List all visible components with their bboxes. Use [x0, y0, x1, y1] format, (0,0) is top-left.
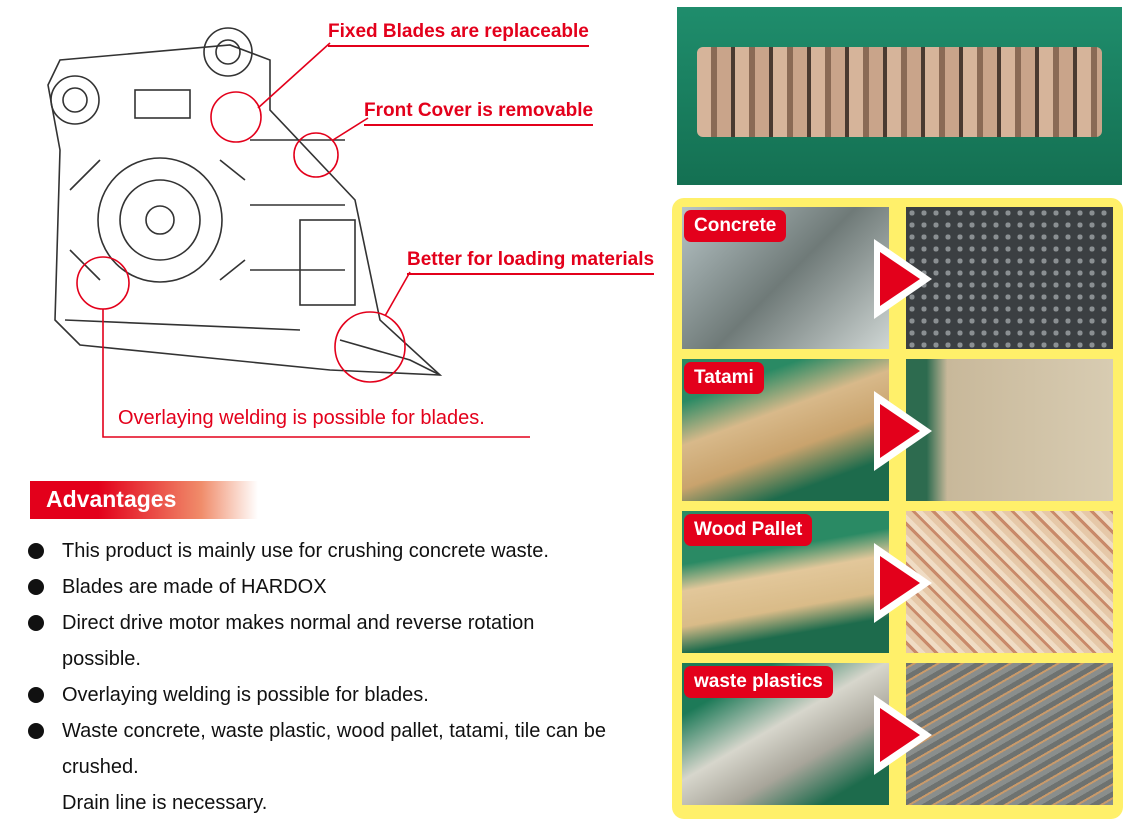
advantages-heading: Advantages	[30, 481, 258, 519]
bullet-icon	[28, 579, 44, 595]
material-row-wood-pallet: Wood Pallet	[682, 511, 1113, 653]
bullet-icon	[28, 543, 44, 559]
item-text: This product is mainly use for crushing …	[62, 540, 549, 562]
item-text: Drain line is necessary.	[62, 792, 268, 814]
after-photo	[906, 359, 1113, 501]
callout-loading: Better for loading materials	[407, 249, 655, 275]
after-photo	[906, 663, 1113, 805]
material-label: Tatami	[684, 362, 764, 394]
after-photo	[906, 511, 1113, 653]
materials-panel: Concrete Tatami Wood Pallet waste plasti…	[672, 198, 1123, 819]
item-text: Waste concrete, waste plastic, wood pall…	[62, 720, 606, 778]
shaft-photo	[677, 7, 1122, 185]
list-item: Blades are made of HARDOX	[28, 569, 608, 605]
item-text: Overlaying welding is possible for blade…	[62, 684, 429, 706]
list-item: Waste concrete, waste plastic, wood pall…	[28, 713, 608, 785]
list-item: Drain line is necessary.	[28, 785, 608, 821]
bullet-icon	[28, 723, 44, 739]
list-item: Overlaying welding is possible for blade…	[28, 677, 608, 713]
after-photo	[906, 207, 1113, 349]
arrow-icon	[874, 695, 932, 775]
material-row-concrete: Concrete	[682, 207, 1113, 349]
material-row-tatami: Tatami	[682, 359, 1113, 501]
arrow-icon	[874, 239, 932, 319]
bullet-icon	[28, 687, 44, 703]
list-item: Direct drive motor makes normal and reve…	[28, 605, 608, 677]
arrow-icon	[874, 391, 932, 471]
callout-welding: Overlaying welding is possible for blade…	[118, 407, 485, 429]
bullet-icon	[28, 615, 44, 631]
arrow-icon	[874, 543, 932, 623]
list-item: This product is mainly use for crushing …	[28, 533, 608, 569]
material-row-waste-plastics: waste plastics	[682, 663, 1113, 805]
material-label: Wood Pallet	[684, 514, 813, 546]
material-label: Concrete	[684, 210, 787, 242]
item-text: Blades are made of HARDOX	[62, 576, 327, 598]
callout-front-cover: Front Cover is removable	[364, 100, 594, 126]
item-text: Direct drive motor makes normal and reve…	[62, 612, 535, 670]
crusher-diagram	[47, 27, 530, 438]
callout-fixed-blades: Fixed Blades are replaceable	[328, 21, 589, 47]
material-label: waste plastics	[684, 666, 833, 698]
advantages-list: This product is mainly use for crushing …	[28, 533, 608, 821]
